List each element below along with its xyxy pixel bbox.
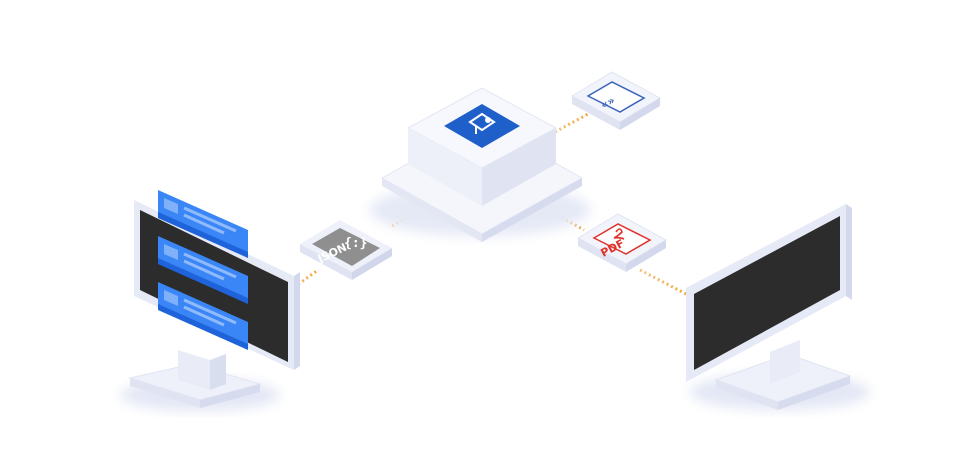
acrobat-icon xyxy=(613,228,625,240)
processing-server xyxy=(370,87,590,242)
right-monitor-screen xyxy=(694,216,840,370)
json-tile: {:} JSON xyxy=(300,220,392,280)
form-cards xyxy=(158,190,248,350)
connector-pdf-to-monitor xyxy=(639,268,691,298)
xml-angle-brackets-icon: «» xyxy=(599,94,618,112)
form-card xyxy=(158,282,248,350)
form-card xyxy=(158,236,248,304)
curly-braces-icon: {:} xyxy=(344,236,367,251)
connector-server-to-xml xyxy=(554,112,589,134)
pdf-badge: PDF xyxy=(576,213,668,272)
xml-badge: «» xyxy=(570,71,662,130)
form-card xyxy=(158,190,248,258)
right-monitor xyxy=(686,204,870,410)
document-processor-icon xyxy=(468,112,496,134)
